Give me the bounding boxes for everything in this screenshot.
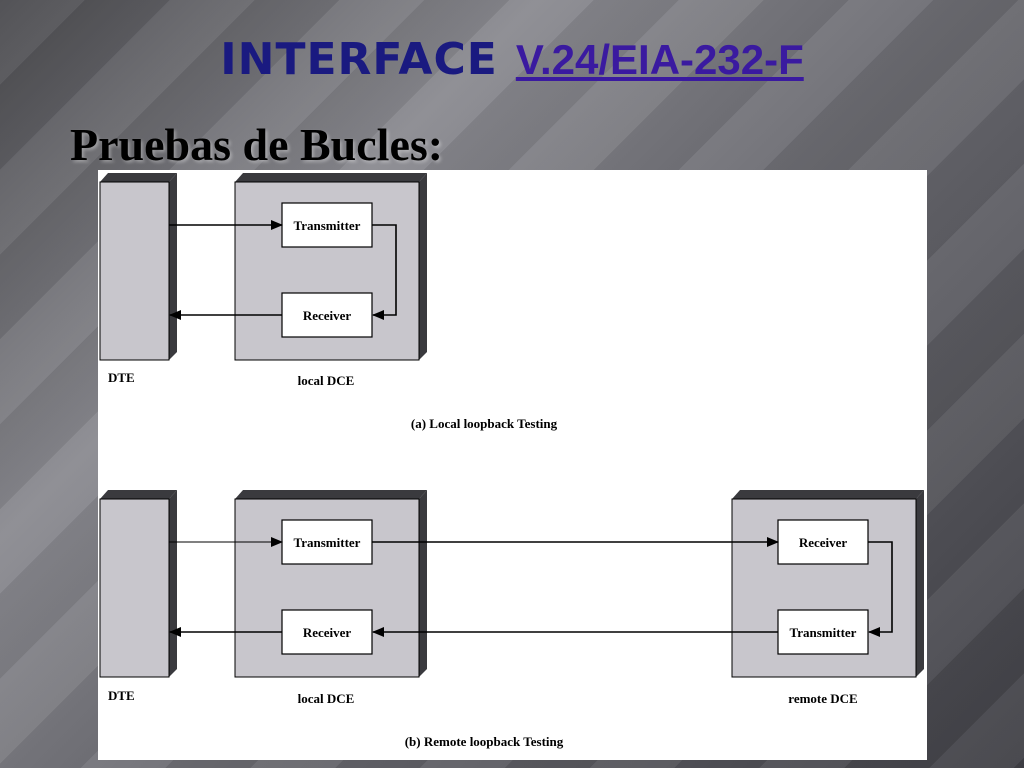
local-dce-label-a: local DCE xyxy=(298,373,355,388)
local-transmitter-label-b: Transmitter xyxy=(294,535,361,550)
transmitter-box-a: Transmitter xyxy=(281,202,373,248)
dte-label-b: DTE xyxy=(108,688,135,703)
arrow-loopback-a xyxy=(372,224,397,320)
remote-receiver-box-b: Receiver xyxy=(777,519,869,565)
remote-transmitter-box-b: Transmitter xyxy=(777,609,869,655)
dte-box-b xyxy=(99,490,177,678)
receiver-label-a: Receiver xyxy=(303,308,352,323)
local-transmitter-box-b: Transmitter xyxy=(281,519,373,565)
remote-dce-label-b: remote DCE xyxy=(788,691,857,706)
diagram-svg: Transmitter Receiver DTE local DCE (a) L… xyxy=(99,173,924,749)
caption-b: (b) Remote loopback Testing xyxy=(405,734,564,749)
local-receiver-label-b: Receiver xyxy=(303,625,352,640)
dte-label-a: DTE xyxy=(108,370,135,385)
receiver-box-a: Receiver xyxy=(281,292,373,338)
remote-receiver-label-b: Receiver xyxy=(799,535,848,550)
transmitter-label-a: Transmitter xyxy=(294,218,361,233)
caption-a: (a) Local loopback Testing xyxy=(411,416,558,431)
slide-subtitle: Pruebas de Bucles: xyxy=(70,119,444,170)
title-main: INTERFACE xyxy=(220,34,498,85)
loopback-diagram: Transmitter Receiver DTE local DCE (a) L… xyxy=(98,170,927,760)
dte-box-a xyxy=(99,173,177,361)
local-dce-box-a xyxy=(234,173,427,361)
arrow-remote-loopback-b xyxy=(868,541,893,637)
remote-transmitter-label-b: Transmitter xyxy=(790,625,857,640)
title-sub-link[interactable]: V.24/EIA-232-F xyxy=(515,36,804,83)
slide-title: INTERFACE V.24/EIA-232-F xyxy=(0,34,1024,85)
local-dce-label-b: local DCE xyxy=(298,691,355,706)
local-receiver-box-b: Receiver xyxy=(281,609,373,655)
